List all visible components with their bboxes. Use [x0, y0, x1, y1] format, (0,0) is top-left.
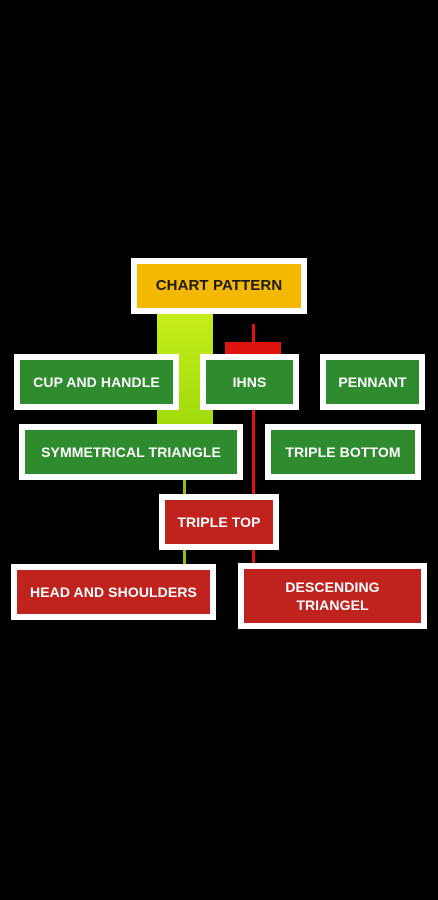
- pattern-label: HEAD AND SHOULDERS: [17, 570, 210, 614]
- chart-pattern-title: CHART PATTERN: [131, 258, 307, 314]
- pattern-label: SYMMETRICAL TRIANGLE: [25, 430, 237, 474]
- pattern-label: CUP AND HANDLE: [20, 360, 173, 404]
- pattern-label: IHNS: [206, 360, 293, 404]
- bear-candle-body: [225, 342, 281, 356]
- pattern-head-and-shoulders: HEAD AND SHOULDERS: [11, 564, 216, 620]
- pattern-symmetrical-triangle: SYMMETRICAL TRIANGLE: [19, 424, 243, 480]
- pattern-label: TRIPLE TOP: [165, 500, 273, 544]
- pattern-label: DESCENDING TRIANGEL: [244, 569, 421, 623]
- bear-candle-wick: [252, 324, 255, 564]
- pattern-triple-bottom: TRIPLE BOTTOM: [265, 424, 421, 480]
- pattern-pennant: PENNANT: [320, 354, 425, 410]
- chart-pattern-title-text: CHART PATTERN: [137, 264, 301, 308]
- pattern-label: PENNANT: [326, 360, 419, 404]
- pattern-label: TRIPLE BOTTOM: [271, 430, 415, 474]
- pattern-descending-triangel: DESCENDING TRIANGEL: [238, 563, 427, 629]
- pattern-cup-and-handle: CUP AND HANDLE: [14, 354, 179, 410]
- pattern-ihns: IHNS: [200, 354, 299, 410]
- pattern-triple-top: TRIPLE TOP: [159, 494, 279, 550]
